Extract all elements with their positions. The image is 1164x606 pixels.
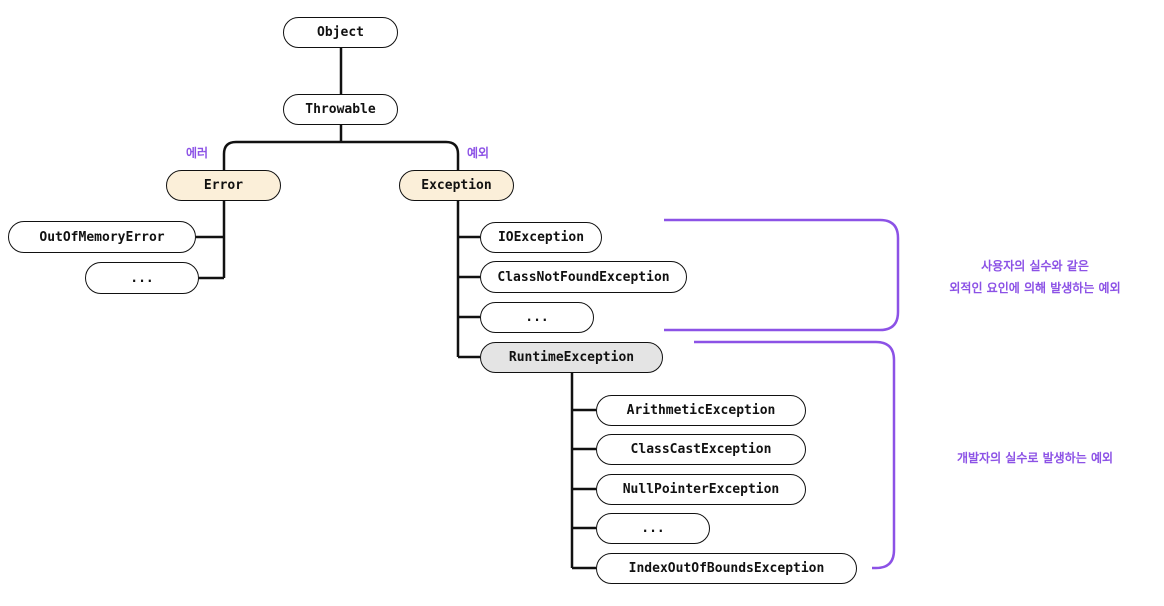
throwable-node: Throwable (283, 94, 398, 125)
runtime-exceptions-bracket (694, 340, 896, 570)
io-exception-node: IOException (480, 222, 602, 253)
class-cast-exception-node: ClassCastException (596, 434, 806, 465)
exception-label: 예외 (467, 146, 490, 160)
checked-exceptions-bracket (664, 218, 900, 332)
runtime-more-node: ... (596, 513, 710, 544)
index-out-of-bounds-exception-node: IndexOutOfBoundsException (596, 553, 857, 584)
out-of-memory-error-node: OutOfMemoryError (8, 221, 196, 253)
arithmetic-exception-node: ArithmeticException (596, 395, 806, 426)
checked-exceptions-note: 사용자의 실수와 같은 외적인 요인에 의해 발생하는 예외 (910, 255, 1160, 299)
connector-split-bar (222, 140, 460, 170)
checked-note-line-1: 사용자의 실수와 같은 (981, 259, 1089, 273)
class-not-found-exception-node: ClassNotFoundException (480, 261, 687, 293)
checked-note-line-2: 외적인 요인에 의해 발생하는 예외 (949, 281, 1121, 295)
runtime-exceptions-note: 개발자의 실수로 발생하는 예외 (956, 451, 1114, 465)
error-label: 에러 (186, 146, 209, 160)
object-node: Object (283, 17, 398, 48)
exception-node: Exception (399, 170, 514, 201)
checked-more-node: ... (480, 302, 594, 333)
runtime-exception-node: RuntimeException (480, 342, 663, 373)
null-pointer-exception-node: NullPointerException (596, 474, 806, 505)
error-more-node: ... (85, 262, 199, 294)
error-node: Error (166, 170, 281, 201)
